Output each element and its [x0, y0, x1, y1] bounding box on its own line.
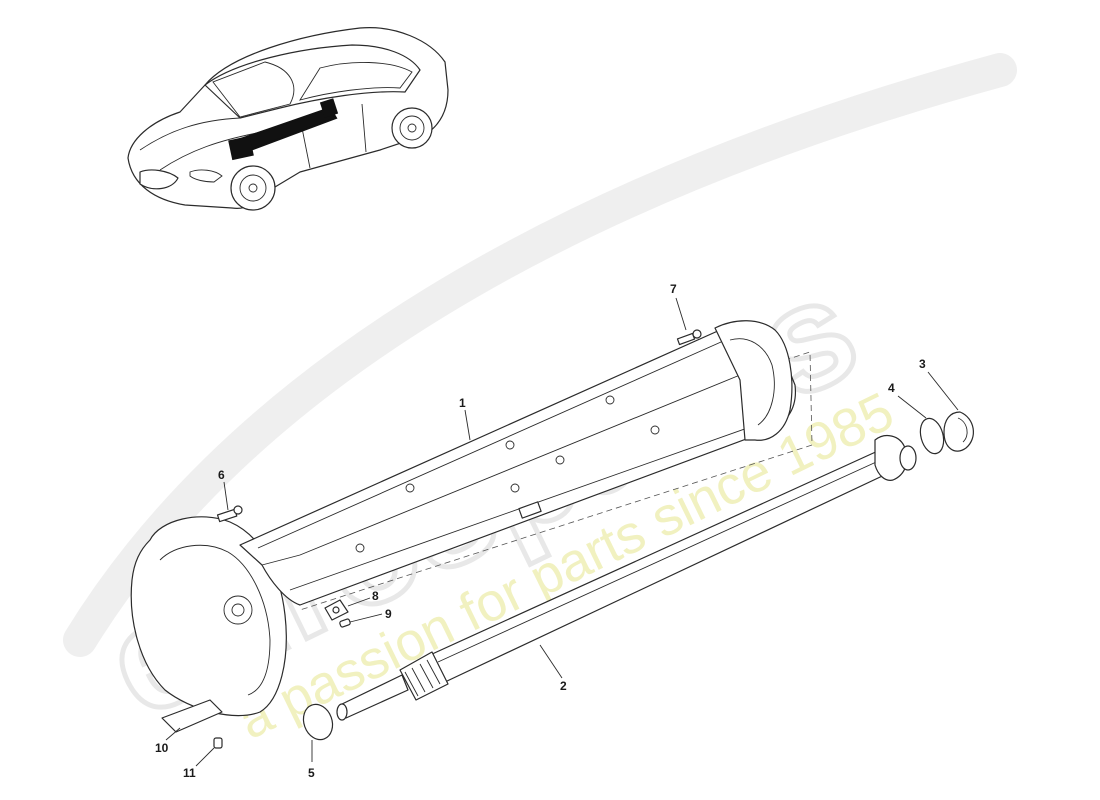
callout-5: 5 [308, 766, 315, 780]
bolt-icon [216, 505, 243, 523]
assembly-reference-lines [299, 351, 813, 611]
circlip-icon [943, 411, 974, 452]
screw-icon [339, 618, 351, 628]
bolt-icon [676, 329, 702, 346]
callout-3: 3 [919, 357, 926, 371]
seal-icon [302, 703, 334, 741]
torque-tube-icon [130, 320, 797, 717]
callout-7: 7 [670, 282, 677, 296]
callout-1: 1 [459, 396, 466, 410]
callout-4: 4 [888, 381, 895, 395]
callout-6: 6 [218, 468, 225, 482]
propshaft-icon [336, 434, 917, 721]
o-ring-icon [919, 417, 945, 455]
leader-lines [165, 297, 959, 767]
callout-10: 10 [155, 741, 169, 755]
sensor-bracket-icon [324, 599, 349, 621]
callout-8: 8 [372, 589, 379, 603]
callout-9: 9 [385, 607, 392, 621]
car-location-icon [127, 27, 449, 211]
callout-11: 11 [183, 766, 196, 780]
screw-icon [213, 737, 223, 749]
cover-plate-icon [161, 699, 223, 733]
callout-2: 2 [560, 679, 567, 693]
